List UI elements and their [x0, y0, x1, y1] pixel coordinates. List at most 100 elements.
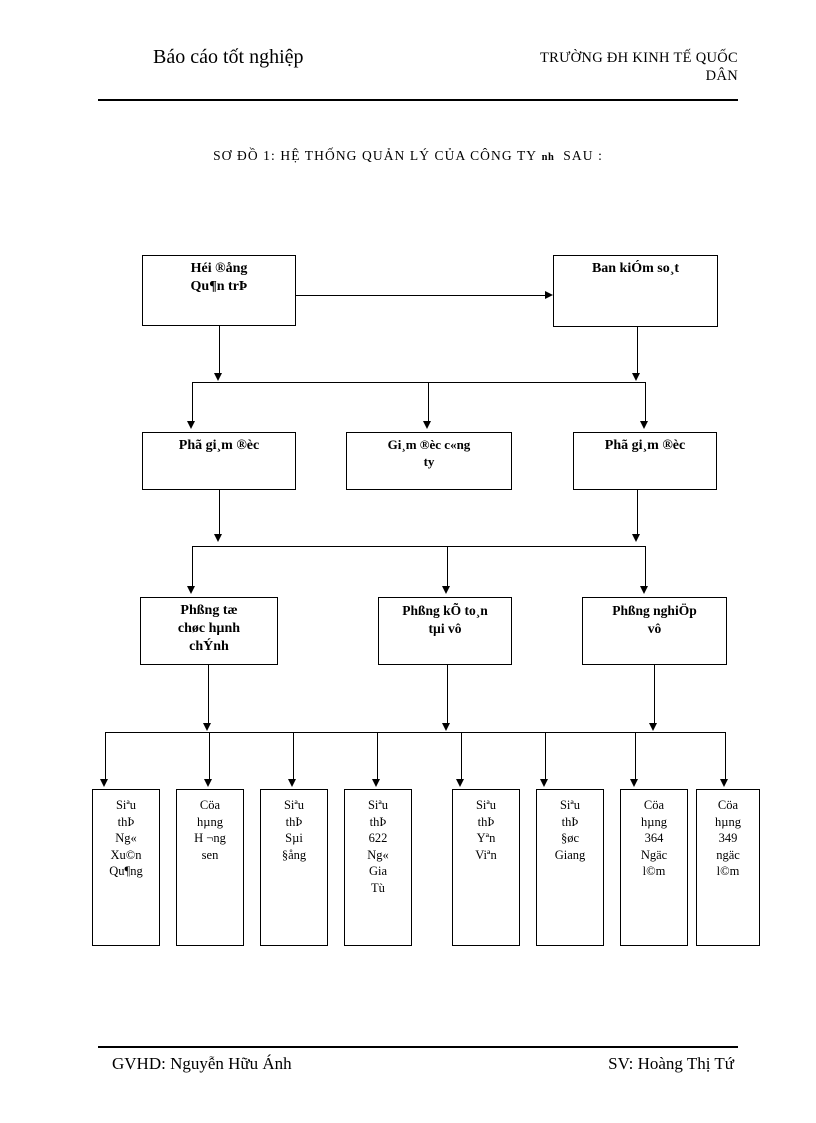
node-supervisory-line1: Ban kiÓm so¸t	[591, 261, 680, 276]
node-outlet-3-line2: thÞ	[285, 814, 303, 829]
node-dept-accounting-line2: tµi vô	[428, 620, 462, 636]
bus-level4-drop-2	[209, 732, 210, 780]
node-outlet-1-line3: Ng«	[115, 831, 137, 845]
org-chart: Héi ®ång Qu¶n trÞ Ban kiÓm so¸t Phã gi¸m…	[92, 255, 760, 946]
node-outlet-5-line1: Siªu	[475, 798, 497, 812]
node-dept-admin: Phßng tæ chøc hµnh chÝnh	[140, 597, 278, 665]
bus-level3-drop-left	[192, 546, 193, 587]
node-dept-admin-line3: chÝnh	[189, 639, 229, 655]
arrowhead-level2-left	[187, 421, 195, 429]
university-name-line2: DÂN	[705, 68, 738, 84]
node-outlet-5-line2: thÞ	[477, 814, 495, 829]
arrowhead-deputy-right-down	[632, 534, 640, 542]
bus-level4-drop-8	[725, 732, 726, 780]
connector-deputy-left-down	[219, 490, 220, 535]
bus-level4-drop-3	[293, 732, 294, 780]
node-outlet-2-line4: sen	[201, 847, 219, 862]
bus-level4	[105, 732, 725, 733]
node-deputy-director-right: Phã gi¸m ®èc	[573, 432, 717, 490]
bus-level4-drop-5	[461, 732, 462, 780]
bus-level2-drop-center	[428, 382, 429, 422]
page-footer: GVHD: Nguyễn Hữu Ánh SV: Hoàng Thị Tứ	[98, 1052, 738, 1082]
node-outlet-8-line1: Cöa	[717, 798, 739, 812]
node-outlet-2-line2: hµng	[197, 814, 223, 829]
footer-divider	[98, 1046, 738, 1048]
diagram-title-tail: SAU :	[563, 148, 603, 163]
arrowhead-outlet-5	[456, 779, 464, 787]
connector-dept-accounting-down	[447, 665, 448, 724]
bus-level4-drop-6	[545, 732, 546, 780]
bus-level2-drop-right	[645, 382, 646, 422]
node-outlet-4-line1: Siªu	[367, 798, 389, 812]
arrowhead-level2-center	[423, 421, 431, 429]
connector-deputy-right-down	[637, 490, 638, 535]
connector-board-to-supervisory	[296, 295, 545, 296]
bus-level3-drop-center	[447, 546, 448, 587]
node-deputy-left-line1: Phã gi¸m ®èc	[178, 438, 260, 453]
node-outlet-8-line5: l©m	[716, 864, 740, 878]
node-supervisory-board: Ban kiÓm so¸t	[553, 255, 718, 327]
diagram-title: SƠ ĐỒ 1: HỆ THỐNG QUẢN LÝ CỦA CÔNG TY nh…	[0, 148, 816, 164]
node-outlet-4-line4: Ng«	[367, 847, 389, 862]
bus-level4-drop-1	[105, 732, 106, 780]
arrowhead-outlet-8	[720, 779, 728, 787]
node-board-line1: Héi ®ång	[190, 261, 248, 276]
node-dept-admin-line2: chøc hµnh	[177, 621, 241, 637]
node-outlet-3-line4: §ång	[281, 847, 307, 862]
arrowhead-outlet-3	[288, 779, 296, 787]
node-director-line2: ty	[423, 453, 435, 469]
node-outlet-7-line3: 364	[644, 831, 664, 845]
node-outlet-3-line3: Sµi	[285, 831, 303, 845]
node-outlet-7-line2: hµng	[641, 814, 667, 829]
node-dept-accounting: Phßng kÕ to¸n tµi vô	[378, 597, 512, 665]
header-divider	[98, 99, 738, 101]
node-outlet-3: Siªu thÞ Sµi §ång	[260, 789, 328, 946]
node-outlet-4-line3: 622	[368, 831, 388, 845]
arrowhead-outlet-7	[630, 779, 638, 787]
node-director-line1: Gi¸m ®èc c«ng	[387, 437, 471, 452]
node-outlet-8-line4: ngäc	[716, 847, 740, 862]
node-outlet-4: Siªu thÞ 622 Ng« Gia Tù	[344, 789, 412, 946]
node-outlet-6-line1: Siªu	[559, 798, 581, 812]
arrowhead-supervisory-down	[632, 373, 640, 381]
arrowhead-deputy-left-down	[214, 534, 222, 542]
node-outlet-2-line3: H ¬ng	[194, 831, 226, 845]
node-deputy-director-left: Phã gi¸m ®èc	[142, 432, 296, 490]
node-outlet-8: Cöa hµng 349 ngäc l©m	[696, 789, 760, 946]
arrowhead-outlet-2	[204, 779, 212, 787]
node-outlet-6-line2: thÞ	[561, 814, 579, 829]
bus-level4-drop-4	[377, 732, 378, 780]
node-outlet-8-line3: 349	[718, 831, 738, 845]
node-outlet-4-line5: Gia	[368, 864, 388, 878]
arrowhead-outlet-4	[372, 779, 380, 787]
bus-level4-drop-7	[635, 732, 636, 780]
node-outlet-5: Siªu thÞ Yªn Viªn	[452, 789, 520, 946]
arrowhead-board-down	[214, 373, 222, 381]
node-outlet-7-line5: l©m	[642, 864, 666, 878]
node-outlet-1-line2: thÞ	[117, 814, 135, 829]
university-name-line1: TRƯỜNG ĐH KINH TẾ QUỐC	[539, 50, 738, 66]
arrowhead-board-to-supervisory	[545, 291, 553, 299]
node-board-of-directors: Héi ®ång Qu¶n trÞ	[142, 255, 296, 326]
node-outlet-6-line3: §øc	[560, 831, 580, 845]
node-deputy-right-line1: Phã gi¸m ®èc	[604, 438, 686, 453]
connector-supervisory-down	[637, 327, 638, 374]
node-outlet-1: Siªu thÞ Ng« Xu©n Qu¶ng	[92, 789, 160, 946]
arrowhead-level3-right	[640, 586, 648, 594]
node-outlet-6: Siªu thÞ §øc Giang	[536, 789, 604, 946]
node-outlet-8-line2: hµng	[715, 814, 741, 829]
node-outlet-1-line1: Siªu	[115, 798, 137, 812]
node-outlet-2: Cöa hµng H ¬ng sen	[176, 789, 244, 946]
university-name: TRƯỜNG ĐH KINH TẾ QUỐC DÂN	[448, 49, 738, 85]
node-outlet-2-line1: Cöa	[199, 798, 221, 812]
node-outlet-7-line4: Ngäc	[640, 847, 668, 862]
node-outlet-1-line4: Xu©n	[110, 847, 142, 862]
node-outlet-7: Cöa hµng 364 Ngäc l©m	[620, 789, 688, 946]
node-outlet-6-line4: Giang	[554, 847, 586, 862]
node-outlet-4-line6: Tù	[371, 880, 385, 895]
bus-level3	[192, 546, 645, 547]
node-outlet-4-line2: thÞ	[369, 814, 387, 829]
node-outlet-5-line4: Viªn	[475, 847, 497, 862]
arrowhead-dept-business-down	[649, 723, 657, 731]
node-dept-business-line2: vô	[647, 620, 662, 636]
